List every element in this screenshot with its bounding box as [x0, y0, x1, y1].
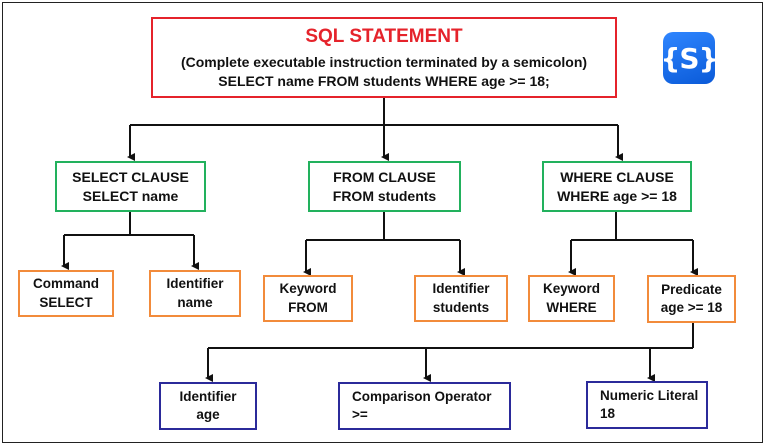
leaf-title: Identifier [179, 388, 237, 404]
part-title: Identifier [166, 276, 224, 292]
part-title: Command [32, 276, 99, 292]
comparison-operator-node: Comparison Operator >= [338, 382, 511, 430]
select-clause-node: SELECT CLAUSE SELECT name [55, 161, 206, 212]
leaf-text: >= [352, 407, 368, 422]
clause-title: SELECT CLAUSE [72, 168, 189, 185]
identifier-students-node: Identifier students [414, 275, 508, 322]
where-clause-node: WHERE CLAUSE WHERE age >= 18 [542, 161, 692, 212]
command-node: Command SELECT [18, 270, 114, 317]
root-subtitle: (Complete executable instruction termina… [180, 53, 588, 70]
part-text: FROM [288, 299, 328, 315]
part-text: SELECT [39, 294, 93, 310]
part-title: Keyword [279, 281, 337, 297]
part-title: Identifier [432, 281, 490, 297]
diagram-frame [2, 2, 763, 443]
leaf-text: 18 [600, 406, 616, 421]
numeric-literal-node: Numeric Literal 18 [586, 381, 708, 429]
from-clause-node: FROM CLAUSE FROM students [308, 161, 461, 212]
root-title: SQL STATEMENT [305, 26, 463, 48]
part-text: WHERE [546, 299, 597, 315]
predicate-node: Predicate age >= 18 [647, 275, 736, 323]
part-text: age >= 18 [660, 300, 723, 315]
clause-text: FROM students [332, 187, 437, 204]
leaf-title: Numeric Literal [600, 387, 699, 403]
keyword-where-node: Keyword WHERE [528, 275, 615, 322]
clause-title: WHERE CLAUSE [560, 168, 674, 185]
clause-text: SELECT name [82, 187, 179, 204]
s-logo-icon: {S} [660, 32, 719, 84]
root-statement: SELECT name FROM students WHERE age >= 1… [218, 72, 550, 89]
identifier-age-node: Identifier age [159, 382, 257, 430]
keyword-from-node: Keyword FROM [263, 275, 353, 322]
leaf-text: age [196, 407, 220, 422]
part-title: Predicate [661, 281, 722, 297]
part-text: name [177, 294, 213, 310]
part-title: Keyword [542, 281, 600, 297]
part-text: students [432, 299, 490, 315]
clause-title: FROM CLAUSE [333, 168, 436, 185]
clause-text: WHERE age >= 18 [557, 187, 677, 204]
sql-statement-node: SQL STATEMENT (Complete executable instr… [151, 17, 617, 98]
identifier-name-node: Identifier name [149, 270, 241, 317]
leaf-title: Comparison Operator [352, 388, 492, 404]
